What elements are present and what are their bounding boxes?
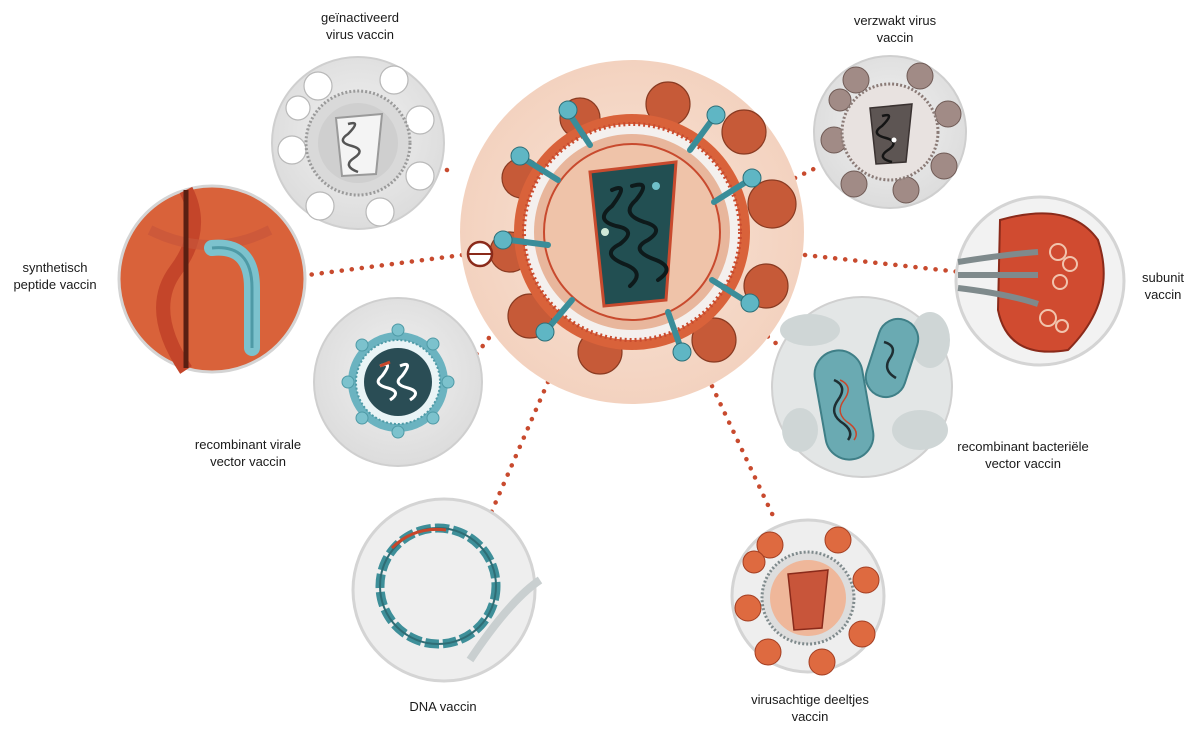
virus-like-particle-circle bbox=[732, 520, 884, 675]
label-subunit: subunit vaccin bbox=[1128, 269, 1198, 303]
attenuated-virus-circle bbox=[814, 56, 966, 208]
label-attenuated: verzwakt virus vaccin bbox=[830, 12, 960, 46]
recombinant-bacterial-vector-circle bbox=[772, 297, 952, 477]
subunit-circle bbox=[956, 197, 1124, 365]
label-recombinant-bacterial-vector: recombinant bacteriële vector vaccin bbox=[938, 438, 1108, 472]
inactivated-virus-circle bbox=[272, 57, 444, 229]
connector-attenuated bbox=[795, 165, 822, 178]
label-virus-like-particle: virusachtige deeltjes vaccin bbox=[735, 691, 885, 725]
synthetic-peptide-circle bbox=[119, 186, 305, 372]
label-dna: DNA vaccin bbox=[388, 698, 498, 715]
dna-circle bbox=[353, 499, 540, 681]
label-recombinant-viral-vector: recombinant virale vector vaccin bbox=[180, 436, 316, 470]
connector-synthetic bbox=[300, 255, 462, 276]
label-inactivated: geïnactiveerd virus vaccin bbox=[295, 9, 425, 43]
recombinant-viral-vector-circle bbox=[314, 298, 482, 466]
center-virus bbox=[460, 60, 804, 404]
connector-dna bbox=[488, 382, 548, 520]
connector-subunit bbox=[805, 255, 960, 272]
connector-vlp bbox=[712, 386, 775, 520]
label-synthetic-peptide: synthetisch peptide vaccin bbox=[0, 259, 110, 293]
